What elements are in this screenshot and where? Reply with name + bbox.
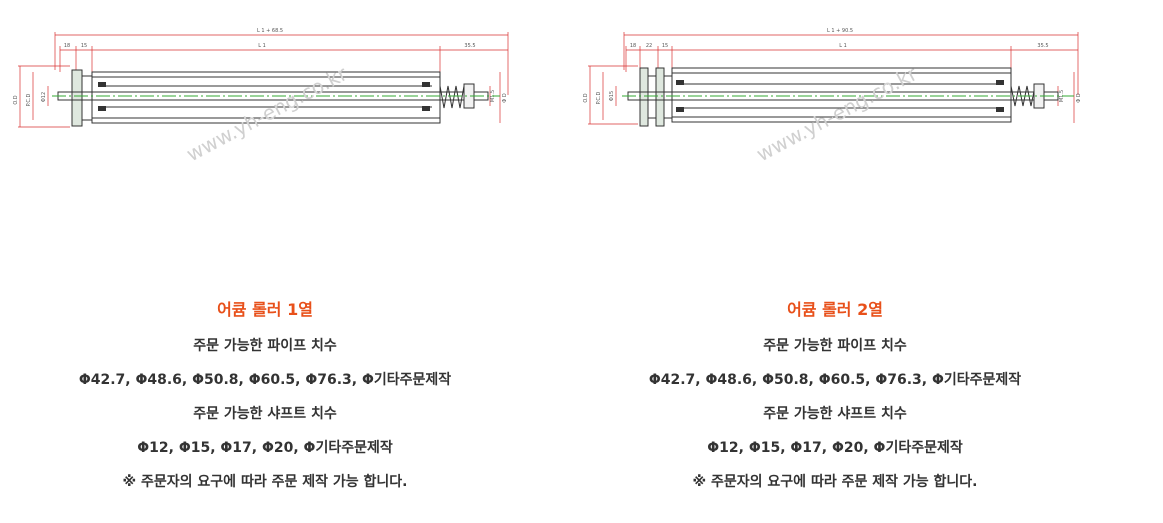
roller-panel-2row: L 1 + 90.5 L 1 18 22 15 35.5 O.D P.C.D Φ… [578,0,1138,523]
shaft-size-list: Φ12, Φ15, Φ17, Φ20, Φ기타주문제작 [707,440,963,456]
dim-shaft: Φ15 [609,91,615,101]
caption-1row: 어큠 롤러 1열 주문 가능한 파이프 치수 Φ42.7, Φ48.6, Φ50… [0,300,530,506]
dim-overall-length: L 1 + 90.5 [827,28,853,34]
dim-seg-c: 15 [662,43,668,49]
dim-seg-b: 15 [81,43,87,49]
custom-order-note: ※ 주문자의 요구에 따라 주문 제작 가능 합니다. [122,474,408,490]
dim-d: Φ D [502,93,508,103]
pipe-size-heading: 주문 가능한 파이프 치수 [763,338,907,354]
dim-seg-a: 18 [64,43,70,49]
shaft-size-heading: 주문 가능한 샤프트 치수 [193,406,337,422]
product-title: 어큠 롤러 2열 [787,300,883,319]
caption-2row: 어큠 롤러 2열 주문 가능한 파이프 치수 Φ42.7, Φ48.6, Φ50… [578,300,1092,506]
roller-panel-1row: L 1 + 68.5 L 1 18 15 35.5 O.D P.C.D Φ12 … [0,0,560,523]
pipe-size-list: Φ42.7, Φ48.6, Φ50.8, Φ60.5, Φ76.3, Φ기타주문… [78,372,452,388]
dim-pcd: P.C.D [26,93,32,106]
dim-body-length: L 1 [258,43,266,49]
roller-drawing-2row: L 1 + 90.5 L 1 18 22 15 35.5 O.D P.C.D Φ… [583,28,1082,166]
dim-shaft: Φ12 [41,92,47,102]
shaft-size-heading: 주문 가능한 샤프트 치수 [763,406,907,422]
dim-seg-a: 18 [630,43,636,49]
product-title: 어큠 롤러 1열 [217,300,313,319]
dim-seg-b: 22 [646,43,652,49]
dim-end-length: 35.5 [1037,43,1048,49]
custom-order-note: ※ 주문자의 요구에 따라 주문 제작 가능 합니다. [692,474,978,490]
dim-pcd: P.C.D [596,91,602,104]
dim-d: Φ D [1076,93,1082,103]
roller-drawing-1row: L 1 + 68.5 L 1 18 15 35.5 O.D P.C.D Φ12 … [13,28,509,166]
pipe-size-list: Φ42.7, Φ48.6, Φ50.8, Φ60.5, Φ76.3, Φ기타주문… [648,372,1022,388]
pipe-size-heading: 주문 가능한 파이프 치수 [193,338,337,354]
dim-od: O.D [13,95,19,104]
shaft-size-list: Φ12, Φ15, Φ17, Φ20, Φ기타주문제작 [137,440,393,456]
dim-overall-length: L 1 + 68.5 [257,28,283,34]
watermark-text: www.yh-eng.co.kr [752,61,921,166]
dim-od: O.D [583,93,589,102]
dim-body-length: L 1 [839,43,847,49]
dim-end-length: 35.5 [464,43,475,49]
